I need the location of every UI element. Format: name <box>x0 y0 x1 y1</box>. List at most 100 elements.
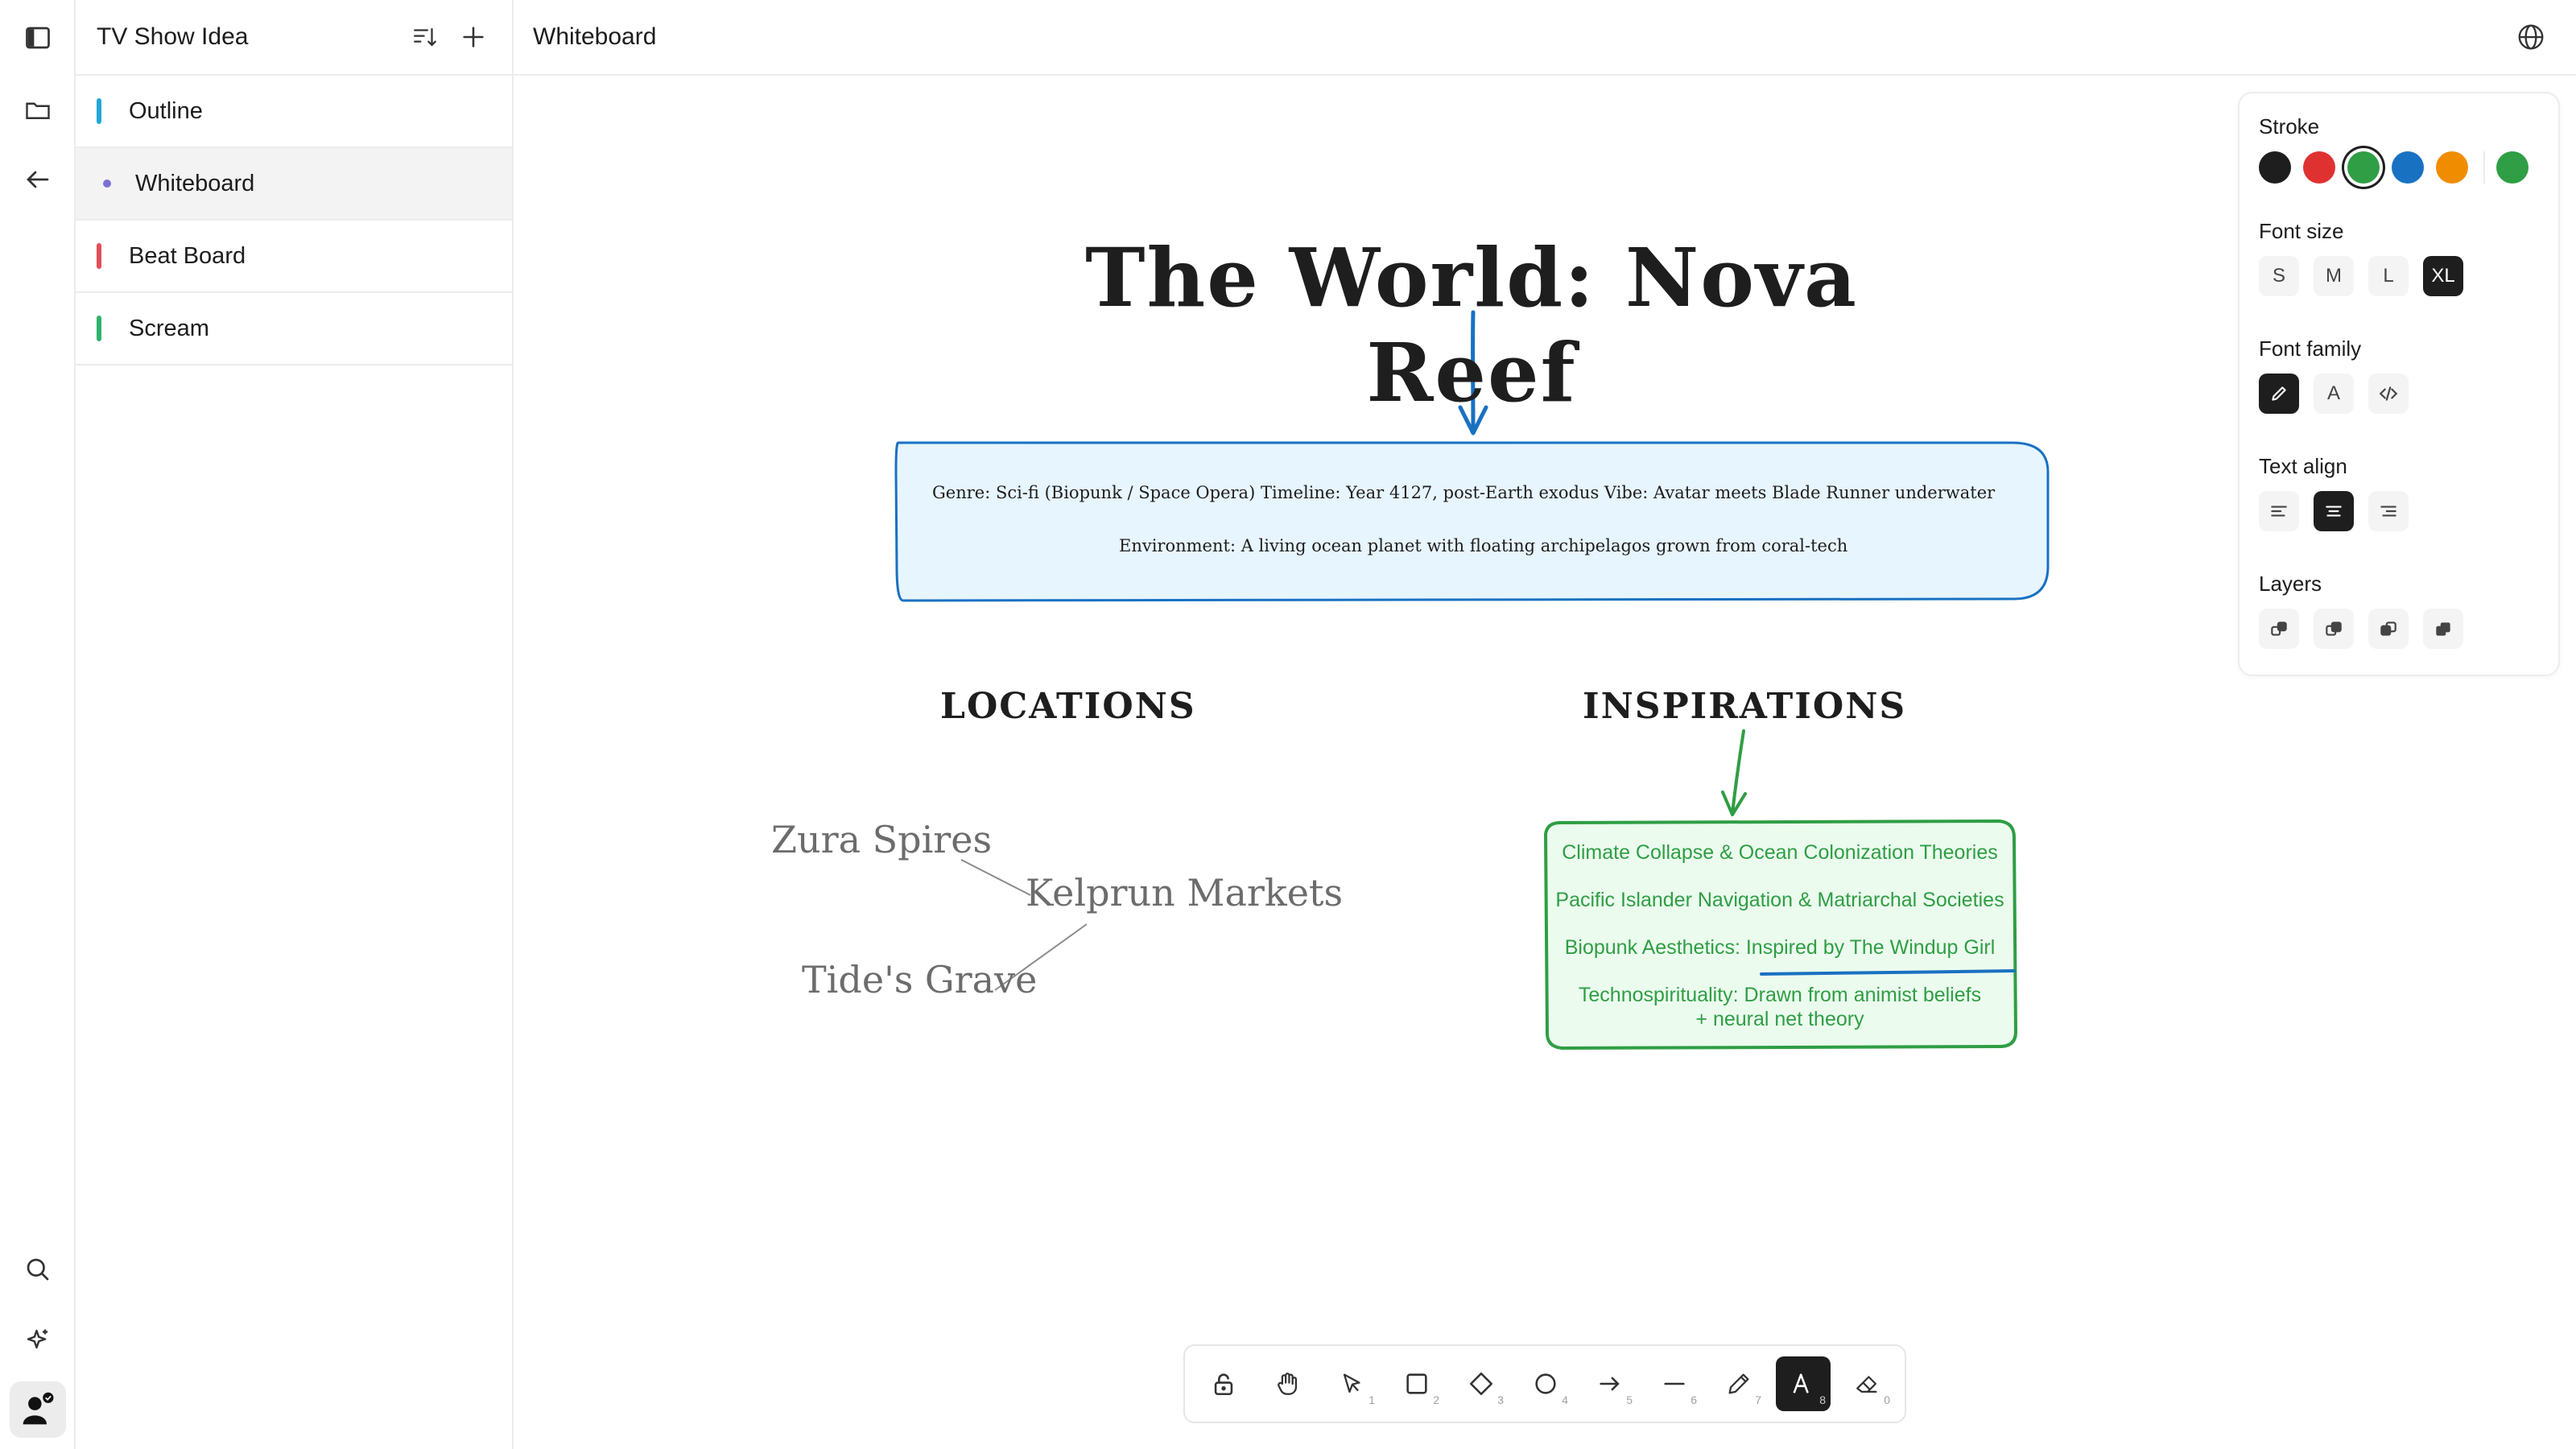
sparkle-icon[interactable] <box>18 1320 58 1360</box>
diamond-tool-icon[interactable]: 3 <box>1454 1356 1509 1411</box>
shortcut-number: 5 <box>1626 1393 1633 1406</box>
page-title: Whiteboard <box>533 23 657 50</box>
avatar[interactable] <box>10 1381 66 1438</box>
sidebar-item-label: Outline <box>129 97 203 124</box>
stroke-label: Stroke <box>2259 114 2320 138</box>
send-backward-icon[interactable] <box>2314 609 2354 649</box>
font-size-m[interactable]: M <box>2314 256 2354 296</box>
shortcut-number: 4 <box>1562 1393 1568 1406</box>
inspiration-item[interactable]: Technospirituality: Drawn from animist b… <box>1578 984 1982 1030</box>
sidebar-item-label: Whiteboard <box>135 170 255 196</box>
font-size-l[interactable]: L <box>2368 256 2409 296</box>
ellipse-tool-icon[interactable]: 4 <box>1518 1356 1573 1411</box>
eraser-tool-icon[interactable]: 0 <box>1840 1356 1895 1411</box>
inspirations-arrowhead <box>1721 791 1747 816</box>
sidebar-item-scream[interactable]: Scream <box>76 293 512 365</box>
info-box-line-1[interactable]: Genre: Sci-fi (Biopunk / Space Opera) Ti… <box>932 483 1996 502</box>
color-marker <box>97 316 101 341</box>
font-size-xl[interactable]: XL <box>2423 256 2463 296</box>
sidebar-item-label: Scream <box>129 315 209 341</box>
current-color-swatch[interactable] <box>2496 151 2529 184</box>
folder-icon[interactable] <box>18 90 58 130</box>
stroke-color-green[interactable] <box>2347 151 2380 184</box>
left-rail <box>0 0 76 1449</box>
text-align-label: Text align <box>2259 454 2347 478</box>
send-to-back-icon[interactable] <box>2259 609 2299 649</box>
shortcut-number: 8 <box>1819 1393 1826 1406</box>
inspirations-arrow[interactable] <box>1731 729 1745 815</box>
select-tool-icon[interactable]: 1 <box>1325 1356 1380 1411</box>
align-center-icon[interactable] <box>2314 491 2354 531</box>
stroke-color-orange[interactable] <box>2436 151 2468 184</box>
title-arrowhead <box>1458 405 1488 436</box>
sidebar-item-outline[interactable]: Outline <box>76 76 512 148</box>
top-bar: Whiteboard <box>514 0 2576 76</box>
shortcut-number: 1 <box>1368 1393 1375 1406</box>
shortcut-number: 2 <box>1433 1393 1439 1406</box>
inspirations-heading[interactable]: INSPIRATIONS <box>1583 686 1907 727</box>
rectangle-tool-icon[interactable]: 2 <box>1389 1356 1444 1411</box>
font-size-options: S M L XL <box>2259 256 2478 296</box>
shortcut-number: 3 <box>1497 1393 1504 1406</box>
sidebar-item-whiteboard[interactable]: Whiteboard <box>76 148 512 221</box>
align-right-icon[interactable] <box>2368 491 2409 531</box>
color-marker <box>97 98 101 124</box>
stroke-color-black[interactable] <box>2259 151 2291 184</box>
stroke-color-blue[interactable] <box>2392 151 2424 184</box>
back-arrow-icon[interactable] <box>18 159 58 200</box>
hand-drawn-font-icon[interactable] <box>2259 374 2299 414</box>
add-icon[interactable] <box>454 18 493 56</box>
sidebar-header: TV Show Idea <box>76 0 512 76</box>
font-family-normal[interactable]: A <box>2314 374 2354 414</box>
document-sidebar: TV Show Idea Outline Whiteboard Beat Boa… <box>76 0 514 1449</box>
layer-options <box>2259 609 2478 649</box>
font-size-label: Font size <box>2259 219 2344 243</box>
pencil-tool-icon[interactable]: 7 <box>1711 1356 1766 1411</box>
canvas-drawing-layer <box>894 310 2050 1051</box>
connector-line[interactable] <box>960 859 1031 896</box>
shortcut-number: 7 <box>1755 1393 1761 1406</box>
sidebar-item-label: Beat Board <box>129 242 246 269</box>
info-box-line-2[interactable]: Environment: A living ocean planet with … <box>1119 536 1848 555</box>
font-family-options: A <box>2259 374 2423 414</box>
bring-forward-icon[interactable] <box>2368 609 2409 649</box>
location-tides-grave[interactable]: Tide's Grave <box>802 958 1038 1001</box>
lock-tool-icon[interactable] <box>1196 1356 1251 1411</box>
inspiration-item[interactable]: Biopunk Aesthetics: Inspired by The Wind… <box>1564 936 1996 959</box>
search-icon[interactable] <box>18 1249 58 1290</box>
inspiration-item[interactable]: Climate Collapse & Ocean Colonization Th… <box>1562 841 1998 864</box>
shortcut-number: 0 <box>1884 1393 1890 1406</box>
whiteboard-canvas[interactable]: The World: Nova Reef Genre: Sci-fi (Biop… <box>514 77 2576 1449</box>
hand-tool-icon[interactable] <box>1261 1356 1315 1411</box>
divider <box>2483 151 2485 184</box>
connector-line[interactable] <box>994 923 1088 991</box>
inspirations-box[interactable] <box>1543 819 2018 1051</box>
align-left-icon[interactable] <box>2259 491 2299 531</box>
font-size-s[interactable]: S <box>2259 256 2299 296</box>
bring-to-front-icon[interactable] <box>2423 609 2463 649</box>
text-align-options <box>2259 491 2423 531</box>
arrow-tool-icon[interactable]: 5 <box>1583 1356 1637 1411</box>
text-tool-icon[interactable]: 8 <box>1776 1356 1831 1411</box>
sidebar-item-beat-board[interactable]: Beat Board <box>76 221 512 293</box>
sort-icon[interactable] <box>406 18 444 56</box>
layers-label: Layers <box>2259 572 2322 596</box>
whiteboard-title[interactable]: The World: Nova Reef <box>1085 230 1858 420</box>
stroke-swatches <box>2259 151 2541 184</box>
code-font-icon[interactable] <box>2368 374 2409 414</box>
info-box[interactable] <box>894 440 2050 602</box>
line-tool-icon[interactable]: 6 <box>1647 1356 1702 1411</box>
inspiration-item[interactable]: Pacific Islander Navigation & Matriarcha… <box>1555 889 2004 911</box>
font-family-label: Font family <box>2259 336 2362 361</box>
location-zura-spires[interactable]: Zura Spires <box>771 818 993 861</box>
sidebar-toggle-icon[interactable] <box>18 18 58 58</box>
style-panel: Stroke Font size S M L XL Font family A … <box>2238 92 2560 676</box>
underline-stroke[interactable] <box>1760 969 2016 976</box>
drawing-toolbar: 1 2 3 4 5 6 7 8 0 <box>1183 1344 1906 1423</box>
location-kelprun-markets[interactable]: Kelprun Markets <box>1026 871 1344 914</box>
shortcut-number: 6 <box>1690 1393 1697 1406</box>
globe-icon[interactable] <box>2507 13 2555 61</box>
project-title[interactable]: TV Show Idea <box>97 23 249 50</box>
locations-heading[interactable]: LOCATIONS <box>940 686 1196 727</box>
stroke-color-red[interactable] <box>2303 151 2335 184</box>
